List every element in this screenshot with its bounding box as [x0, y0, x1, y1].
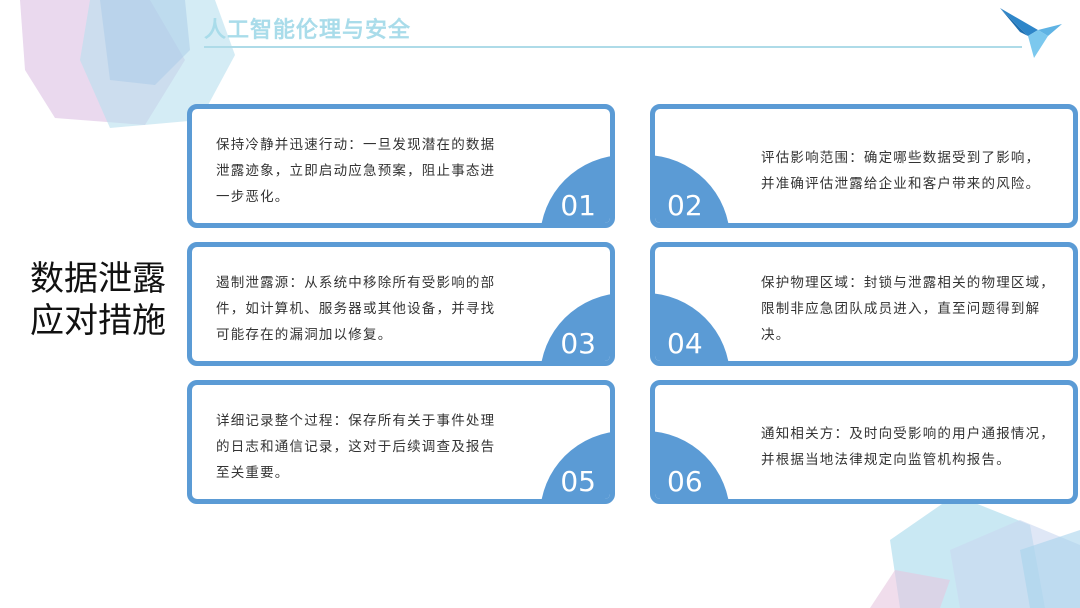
card-number: 01	[560, 189, 596, 222]
card-text-line: 评估影响范围：确定哪些数据受到了影响，	[761, 150, 1041, 166]
step-card-02: 评估影响范围：确定哪些数据受到了影响， 并准确评估泄露给企业和客户带来的风险。 …	[650, 104, 1078, 228]
card-text-line: 保护物理区域：封锁与泄露相关的物理区域，	[761, 275, 1055, 291]
card-number: 04	[667, 327, 703, 360]
card-text: 通知相关方：及时向受影响的用户通报情况， 并根据当地法律规定向监管机构报告。	[761, 421, 1055, 473]
card-text-line: 件，如计算机、服务器或其他设备，并寻找	[216, 301, 496, 317]
card-text: 评估影响范围：确定哪些数据受到了影响， 并准确评估泄露给企业和客户带来的风险。	[761, 145, 1040, 197]
card-text-line: 详细记录整个过程：保存所有关于事件处理	[216, 413, 496, 429]
card-number: 06	[667, 465, 703, 498]
card-text-line: 并准确评估泄露给企业和客户带来的风险。	[761, 176, 1041, 192]
card-text-line: 并根据当地法律规定向监管机构报告。	[761, 452, 1011, 468]
card-text-line: 保持冷静并迅速行动：一旦发现潜在的数据	[216, 137, 496, 153]
card-text: 遏制泄露源：从系统中移除所有受影响的部 件，如计算机、服务器或其他设备，并寻找 …	[216, 270, 495, 348]
card-text: 保护物理区域：封锁与泄露相关的物理区域， 限制非应急团队成员进入，直至问题得到解…	[761, 270, 1055, 348]
step-card-05: 详细记录整个过程：保存所有关于事件处理 的日志和通信记录，这对于后续调查及报告 …	[187, 380, 615, 504]
card-text-line: 的日志和通信记录，这对于后续调查及报告	[216, 439, 496, 455]
card-text-line: 一步恶化。	[216, 189, 290, 205]
header-title: 人工智能伦理与安全	[204, 18, 412, 43]
header-divider	[204, 46, 1022, 48]
card-number: 03	[560, 327, 596, 360]
paper-bird-icon	[1000, 8, 1062, 58]
card-text: 详细记录整个过程：保存所有关于事件处理 的日志和通信记录，这对于后续调查及报告 …	[216, 408, 495, 486]
card-text-line: 至关重要。	[216, 465, 290, 481]
card-number: 05	[560, 465, 596, 498]
step-card-04: 保护物理区域：封锁与泄露相关的物理区域， 限制非应急团队成员进入，直至问题得到解…	[650, 242, 1078, 366]
card-text-line: 遏制泄露源：从系统中移除所有受影响的部	[216, 275, 496, 291]
bottom-right-decoration	[870, 495, 1080, 608]
step-card-03: 遏制泄露源：从系统中移除所有受影响的部 件，如计算机、服务器或其他设备，并寻找 …	[187, 242, 615, 366]
card-text-line: 限制非应急团队成员进入，直至问题得到解	[761, 301, 1041, 317]
card-text-line: 决。	[761, 327, 791, 343]
side-title-line2: 应对措施	[30, 301, 166, 341]
card-number: 02	[667, 189, 703, 222]
step-card-01: 保持冷静并迅速行动：一旦发现潜在的数据 泄露迹象，立即启动应急预案，阻止事态进 …	[187, 104, 615, 228]
side-title-line1: 数据泄露	[30, 259, 166, 299]
side-title: 数据泄露 应对措施	[30, 258, 180, 342]
card-text-line: 可能存在的漏洞加以修复。	[216, 327, 393, 343]
step-card-06: 通知相关方：及时向受影响的用户通报情况， 并根据当地法律规定向监管机构报告。 0…	[650, 380, 1078, 504]
card-text-line: 泄露迹象，立即启动应急预案，阻止事态进	[216, 163, 496, 179]
card-text-line: 通知相关方：及时向受影响的用户通报情况，	[761, 426, 1055, 442]
card-text: 保持冷静并迅速行动：一旦发现潜在的数据 泄露迹象，立即启动应急预案，阻止事态进 …	[216, 132, 495, 210]
